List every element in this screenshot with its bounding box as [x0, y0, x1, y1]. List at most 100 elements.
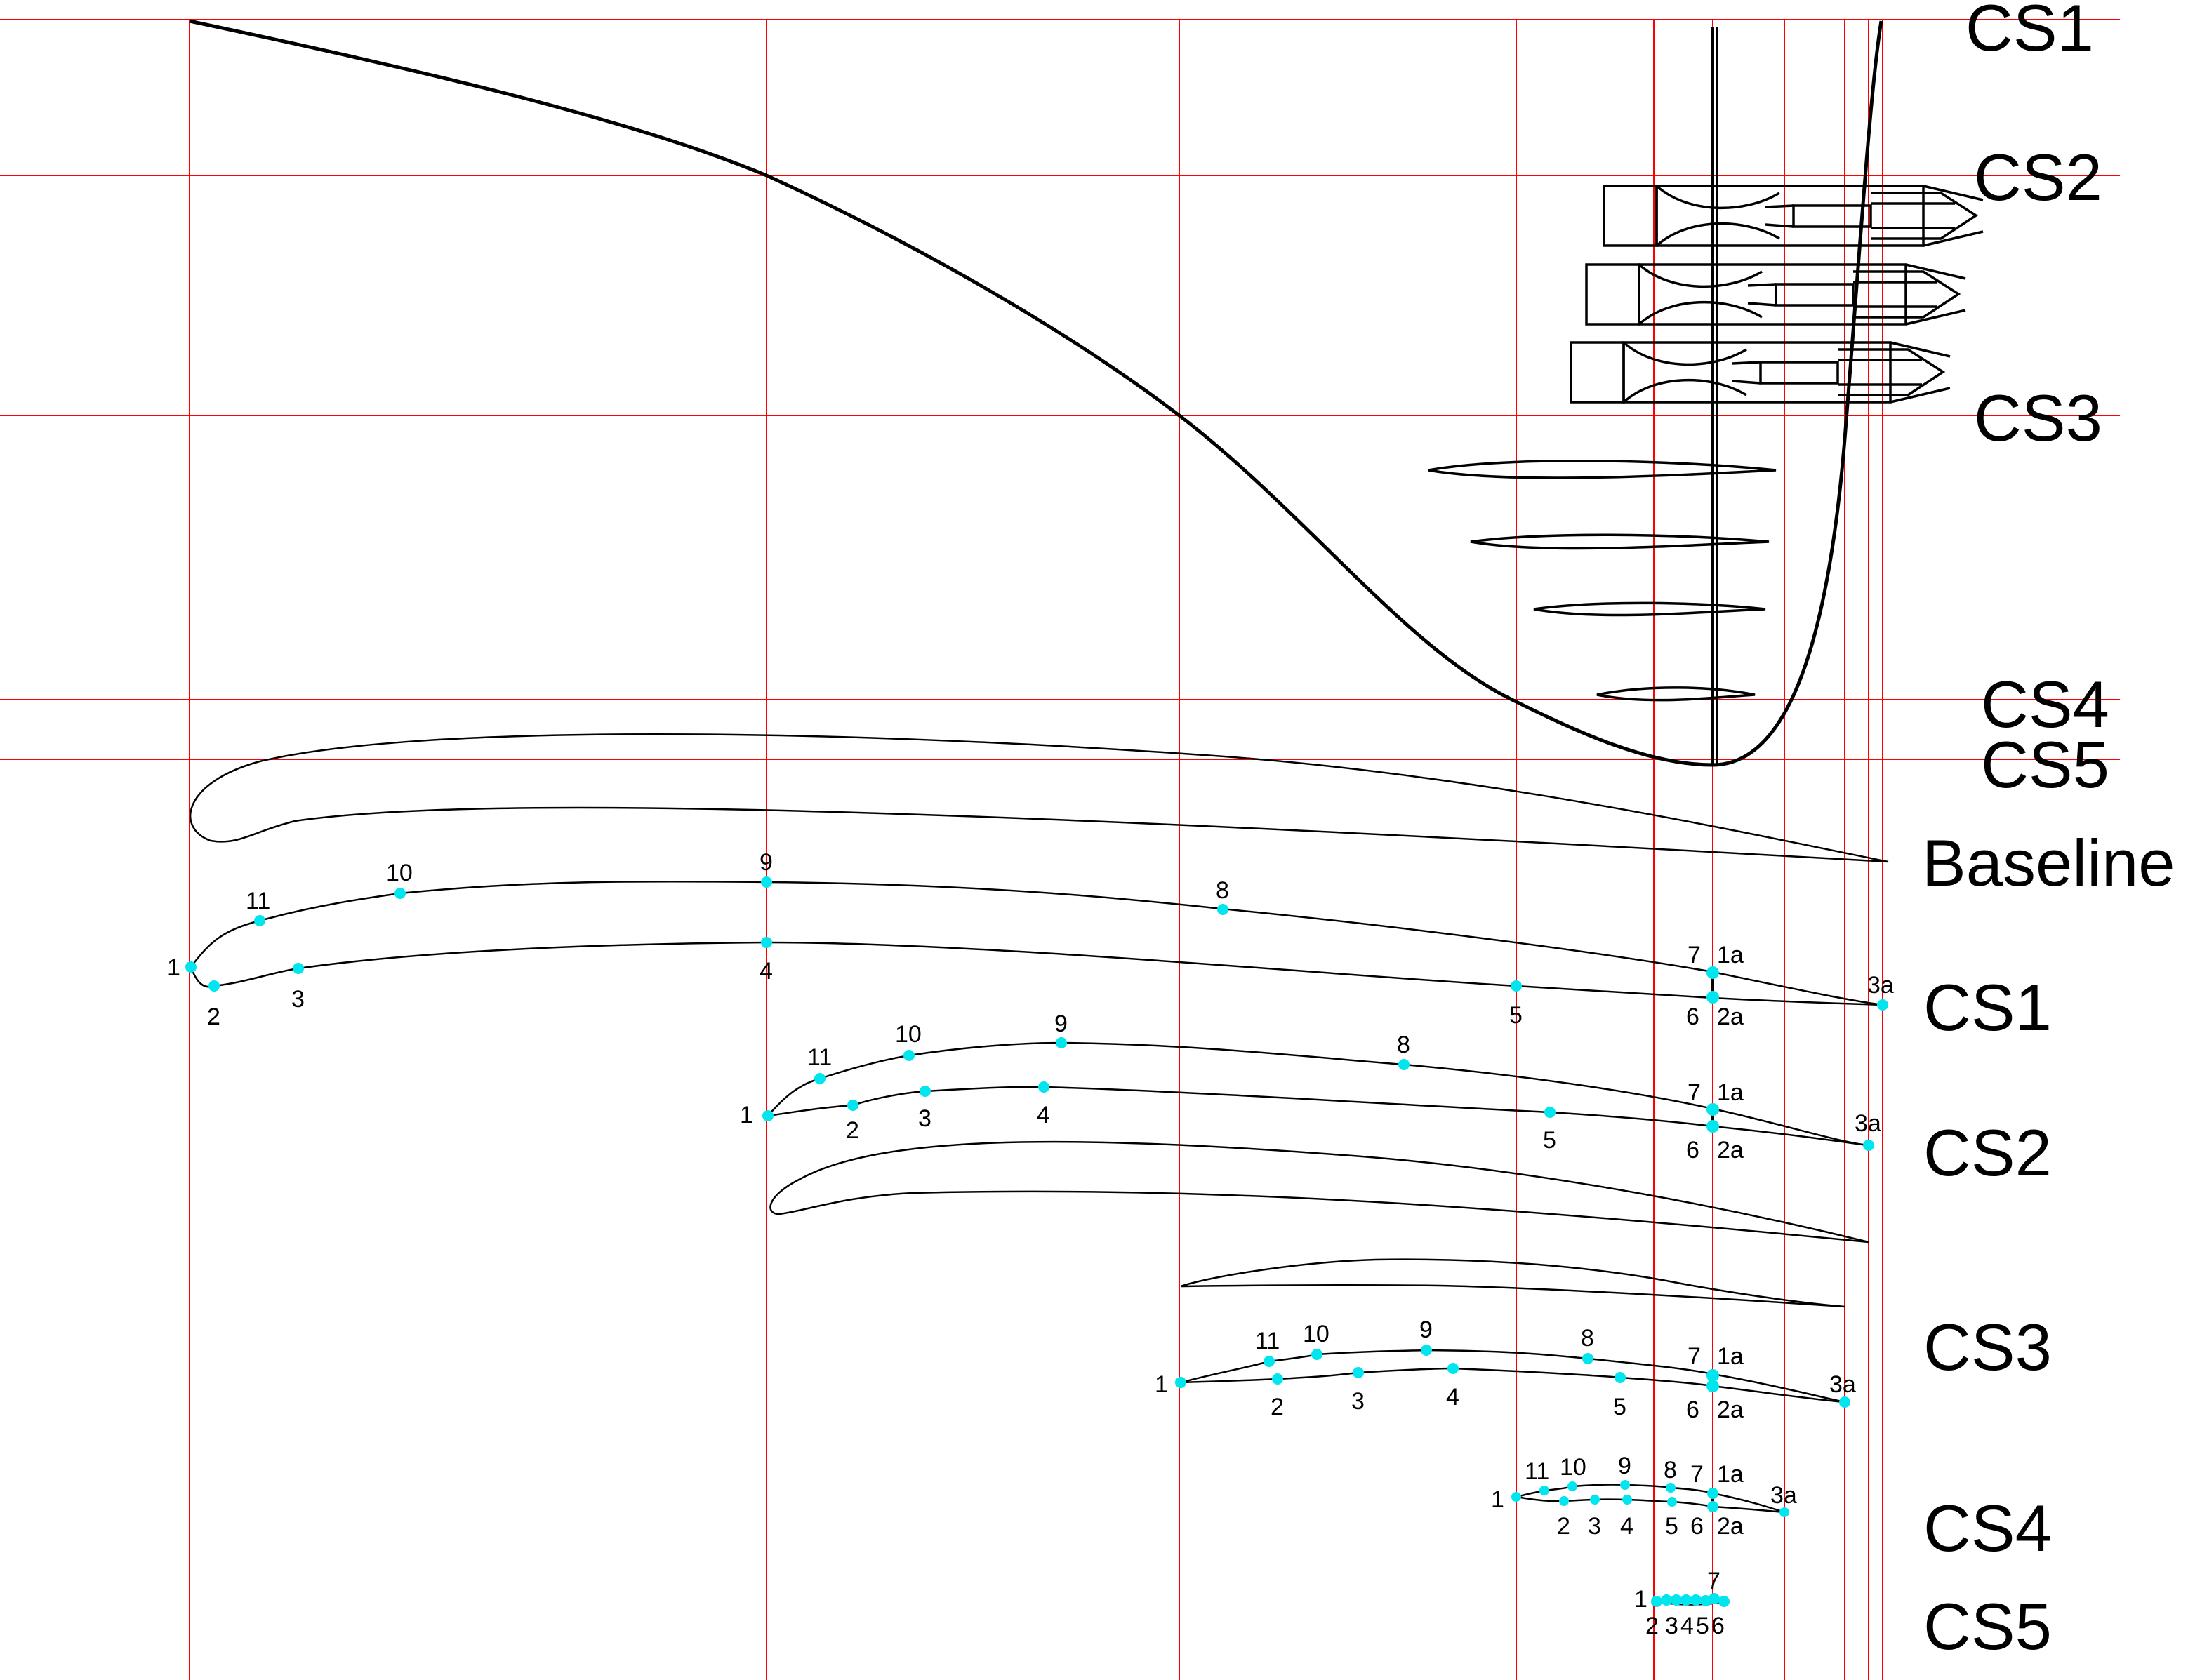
cs1-label: 2a	[1717, 1004, 1744, 1030]
cs1-label: 3a	[1867, 972, 1894, 999]
cs2-point	[762, 1110, 774, 1121]
cs3-label: 2	[1271, 1394, 1284, 1420]
cs4-point	[1567, 1481, 1577, 1491]
cs4-label: 11	[1525, 1458, 1549, 1485]
cs4-label: 5	[1665, 1513, 1678, 1540]
cs3-label: 11	[1255, 1328, 1280, 1354]
cs4-label: 10	[1560, 1454, 1586, 1481]
cs3-label: 2a	[1717, 1396, 1744, 1423]
cs3-point	[1706, 1380, 1719, 1392]
cs2-point	[814, 1073, 826, 1084]
cs1-label: 10	[386, 860, 413, 886]
cs4-label: 4	[1620, 1513, 1633, 1540]
cs2-point	[920, 1086, 931, 1097]
planform-trailing-edge	[1712, 20, 1883, 767]
cs1-point-labels: 1 2 3 4 5 6 7 8 9 10 11 1a 2a 3a	[167, 849, 1894, 1030]
cs4-label: 1a	[1717, 1461, 1744, 1488]
right-label-baseline: Baseline	[1922, 826, 2175, 900]
control-points	[185, 876, 1888, 1607]
cs5-label: 1	[1634, 1586, 1647, 1613]
cs1-lower	[190, 941, 1883, 1006]
cs2-point	[1544, 1107, 1556, 1118]
cs1-point	[293, 963, 304, 974]
cs2-reference-airfoil	[769, 1140, 1869, 1244]
cs3-point-labels: 1 2 3 4 5 6 7 8 9 10 11 1a 2a 3a	[1155, 1316, 1856, 1423]
cs3-point	[1175, 1377, 1186, 1388]
cs2-label: 10	[895, 1021, 922, 1048]
cs4-point	[1620, 1480, 1630, 1490]
cs2-point	[903, 1050, 915, 1061]
cs1-label: 2	[207, 1004, 220, 1030]
cs1-point	[254, 915, 265, 926]
cs4-point	[1511, 1492, 1521, 1502]
cs5-point	[1718, 1596, 1730, 1607]
cs4-point	[1666, 1483, 1676, 1493]
top-label-cs2: CS2	[1974, 140, 2102, 214]
right-label-cs5: CS5	[1923, 1589, 2052, 1663]
cs4-label: 8	[1664, 1457, 1677, 1484]
cs2-point	[1706, 1120, 1719, 1133]
engine-1	[1603, 185, 1984, 247]
cs5-point	[1690, 1594, 1702, 1606]
cs3-label: 6	[1686, 1396, 1699, 1423]
cs1-label: 8	[1216, 877, 1229, 904]
cs1-point	[1706, 966, 1719, 979]
cs1-label: 1	[167, 954, 180, 981]
cs2-label: 1a	[1717, 1079, 1744, 1106]
cs3-label: 10	[1303, 1321, 1330, 1347]
cs2-label: 2a	[1717, 1137, 1744, 1164]
cs2-label: 1	[740, 1102, 753, 1128]
cs2-label: 8	[1397, 1032, 1410, 1058]
cs2-point	[1038, 1081, 1049, 1093]
cs1-label: 4	[760, 958, 773, 985]
cs4-label: 7	[1690, 1461, 1704, 1488]
cs5-label: 5	[1696, 1613, 1709, 1639]
cs2-label: 11	[807, 1044, 832, 1071]
cs4-lower	[1516, 1495, 1785, 1514]
cs3-point	[1311, 1349, 1322, 1360]
top-label-cs4: CS4	[1981, 667, 2109, 741]
cs3-point	[1353, 1367, 1364, 1378]
cs4-point	[1707, 1501, 1718, 1512]
cs5-label: 4	[1680, 1613, 1694, 1639]
cs4-label: 3a	[1770, 1482, 1797, 1509]
top-section-labels: CS1 CS2 CS3 CS4 CS5	[1965, 0, 2109, 801]
engine-3	[1570, 341, 1951, 404]
cs4-point	[1707, 1488, 1718, 1499]
cs3-label: 1a	[1717, 1343, 1744, 1370]
baseline-airfoil	[189, 733, 1889, 863]
cs5-label: 6	[1711, 1613, 1725, 1639]
top-label-cs5: CS5	[1981, 728, 2109, 801]
cs4-point	[1590, 1495, 1600, 1505]
cs4-label: 6	[1690, 1513, 1704, 1540]
cs4-point	[1779, 1507, 1789, 1517]
cs5-label: 7	[1707, 1568, 1720, 1594]
cs2-point	[1863, 1140, 1874, 1151]
cs2-label: 3	[918, 1105, 931, 1132]
cs3-point	[1264, 1356, 1275, 1367]
right-label-cs3: CS3	[1923, 1310, 2052, 1384]
cs4-point	[1622, 1495, 1632, 1505]
cs1-point	[761, 937, 772, 948]
cs2-label: 5	[1543, 1127, 1556, 1154]
cs4-label: 9	[1618, 1453, 1631, 1479]
cs4-label: 2	[1557, 1513, 1570, 1540]
cs2-label: 9	[1054, 1011, 1068, 1037]
cs3-label: 3	[1351, 1388, 1365, 1415]
cs1-label: 1a	[1717, 942, 1744, 968]
cs1-label: 6	[1686, 1004, 1699, 1030]
right-section-labels: Baseline CS1 CS2 CS3 CS4 CS5	[1922, 826, 2175, 1663]
cs3-reference-airfoil	[1180, 1258, 1845, 1308]
cs5-point	[1651, 1596, 1662, 1607]
cs1-point	[208, 980, 220, 992]
engine-2	[1585, 263, 1966, 326]
cs2-lower	[767, 1086, 1868, 1147]
cs2-label: 7	[1688, 1079, 1701, 1106]
cs1-point	[394, 888, 406, 899]
cs4-label: 1	[1491, 1486, 1504, 1513]
cs5-point	[1671, 1594, 1682, 1606]
cs5-point-labels: 1 2 3 4 5 6 7	[1634, 1568, 1725, 1639]
cs3-point	[1582, 1353, 1593, 1364]
cs1-upper	[190, 880, 1883, 1006]
